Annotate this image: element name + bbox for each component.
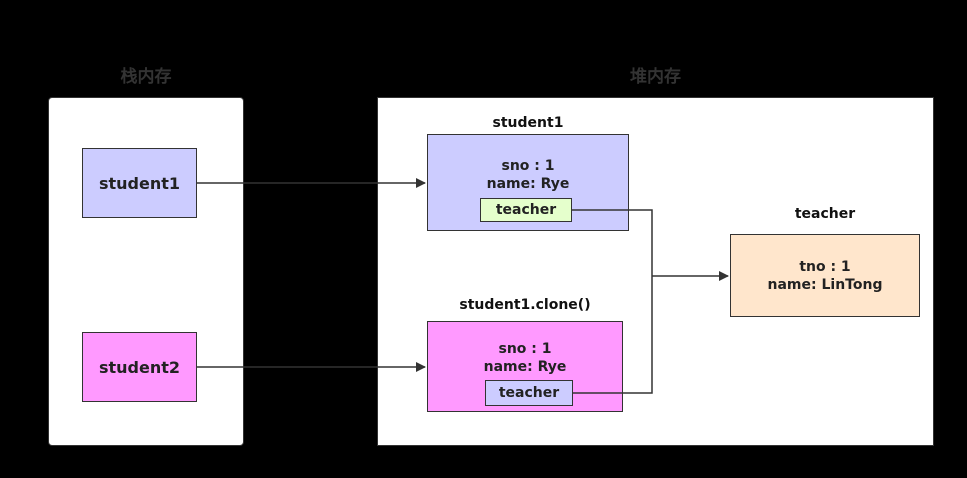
teacher-tno: tno : 1 xyxy=(799,258,851,275)
teacher-field-connector xyxy=(572,209,653,394)
clone-object-label: student1.clone() xyxy=(459,297,591,313)
student1-object-label: student1 xyxy=(492,115,564,131)
student1-teacher-field: teacher xyxy=(480,198,572,222)
stack-ref-student2: student2 xyxy=(82,332,197,402)
clone-sno: sno : 1 xyxy=(498,341,552,357)
stack-ref-student1: student1 xyxy=(82,148,197,218)
heap-memory-title: 堆内存 xyxy=(630,67,681,87)
teacher-object-label: teacher xyxy=(794,206,856,222)
teacher-object: tno : 1 name: LinTong xyxy=(730,234,920,317)
student1-sno: sno : 1 xyxy=(501,158,555,174)
stack-memory-title: 栈内存 xyxy=(120,67,172,87)
teacher-name: name: LinTong xyxy=(767,276,883,293)
clone-name: name: Rye xyxy=(483,359,567,375)
student1-name: name: Rye xyxy=(486,176,570,192)
clone-teacher-field: teacher xyxy=(485,380,573,406)
